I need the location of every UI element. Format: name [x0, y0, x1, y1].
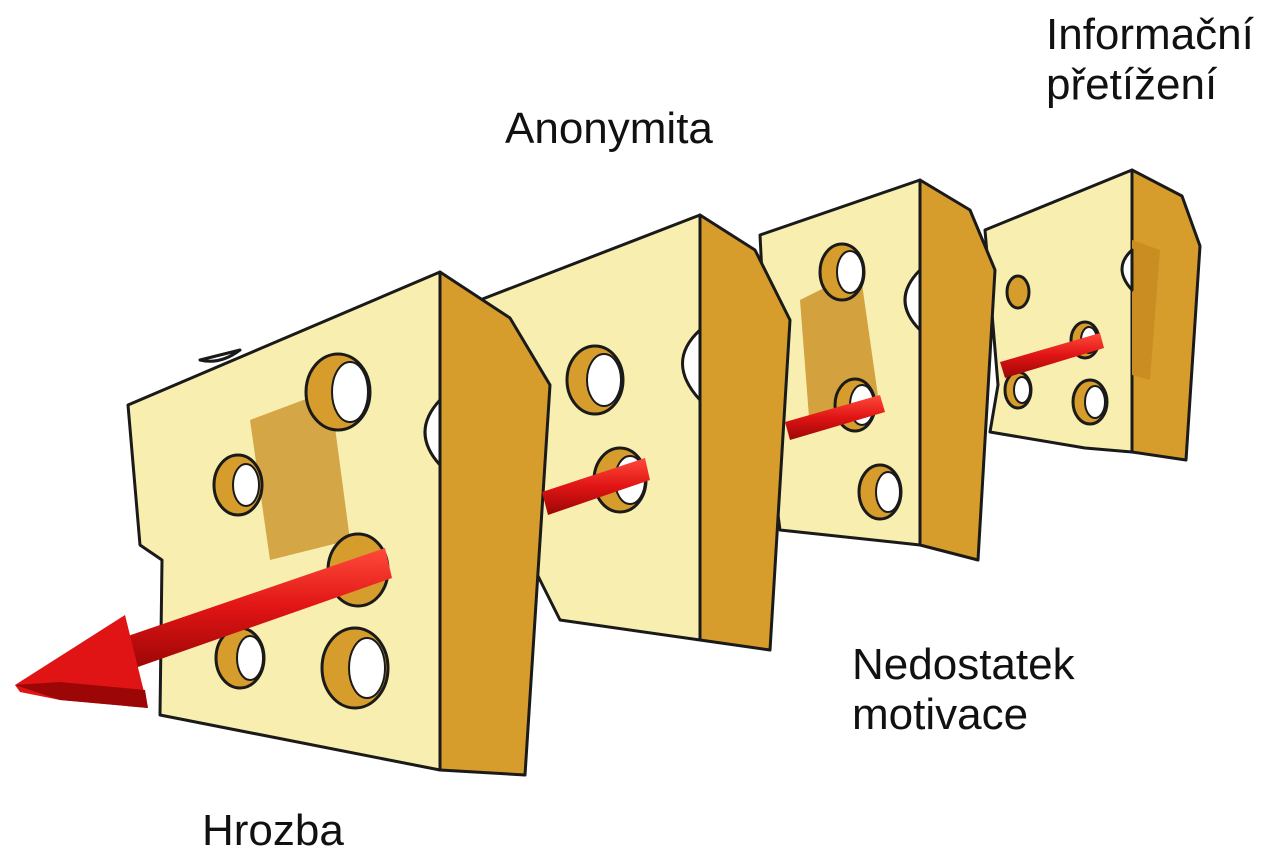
- label-line: přetížení: [1046, 60, 1254, 110]
- cheese-slice-4: [985, 170, 1200, 460]
- label-nedostatek-motivace: Nedostatek motivace: [852, 640, 1075, 740]
- cheese-slice-3: [760, 180, 995, 560]
- label-anonymita: Anonymita: [505, 104, 713, 154]
- label-line: Informační: [1046, 10, 1254, 60]
- label-informacni-pretizeni: Informační přetížení: [1046, 10, 1254, 110]
- label-line: Nedostatek: [852, 640, 1075, 690]
- label-line: motivace: [852, 690, 1075, 740]
- label-hrozba: Hrozba: [202, 806, 344, 856]
- cheese-hole: [1007, 276, 1029, 308]
- cheese-slice-1: [128, 272, 550, 775]
